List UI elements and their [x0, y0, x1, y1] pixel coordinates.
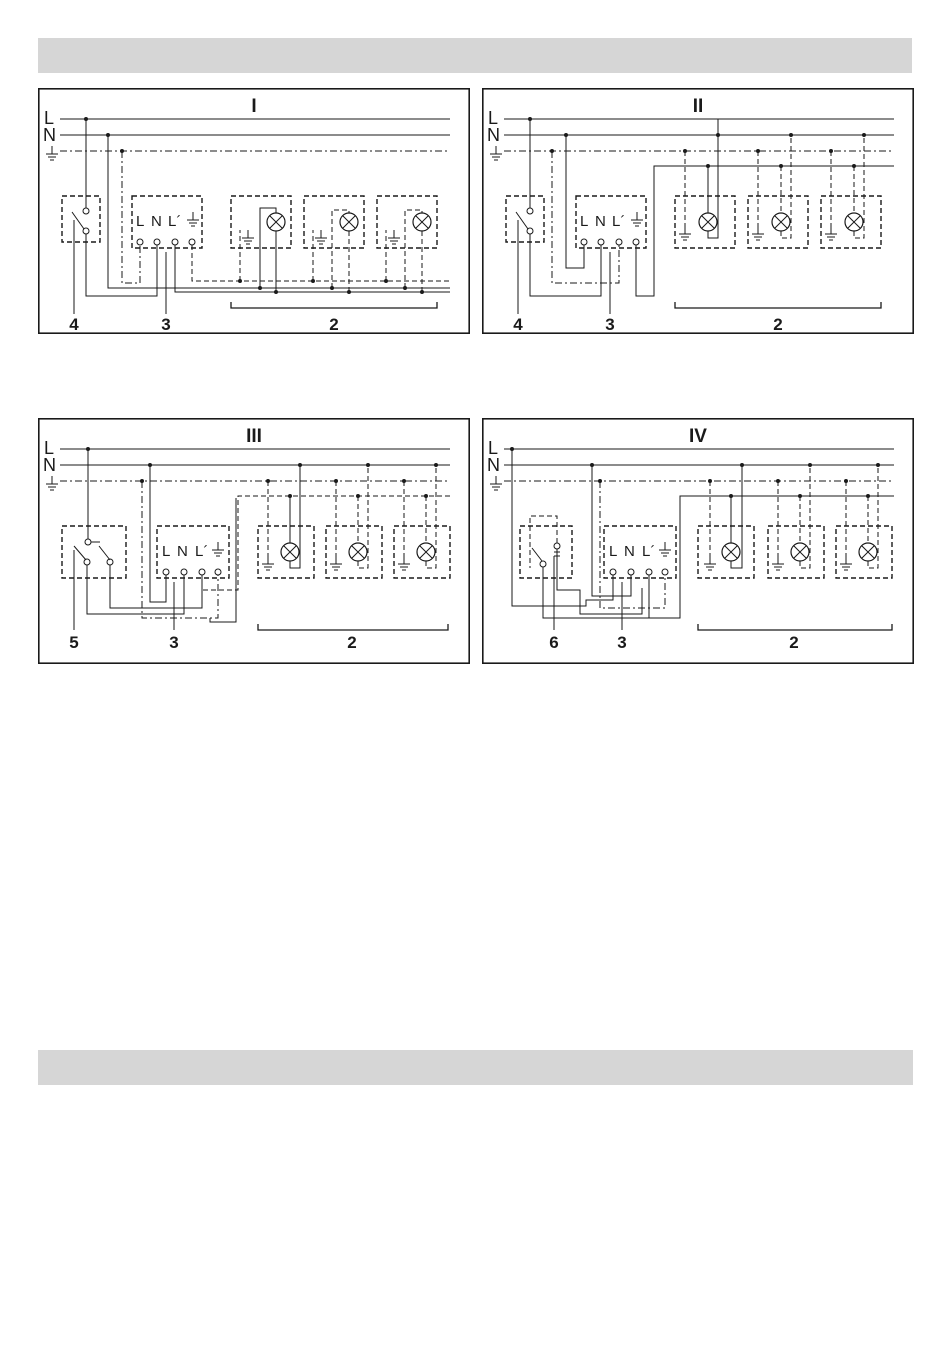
single-switch: [62, 196, 100, 242]
lamp-earth-icon: [840, 556, 852, 570]
lamp-icon: [859, 543, 877, 561]
earth-rail-icon: [490, 476, 502, 490]
callout-switch: 4: [513, 315, 523, 334]
lamp-group-bracket: [231, 302, 437, 308]
double-switch: [62, 526, 126, 578]
lamp-icon: [340, 213, 358, 231]
terminal-label-n: N: [624, 543, 635, 560]
lamp-group-bracket: [258, 624, 448, 630]
lamp-icon: [281, 543, 299, 561]
header-bar: [38, 38, 912, 73]
lamp-icon: [772, 213, 790, 231]
terminal-earth-icon: [187, 212, 199, 226]
socket-block: L N L´: [604, 526, 676, 578]
lamp-earth-icon: [388, 230, 400, 244]
lamp-earth-icon: [398, 556, 410, 570]
terminal-label-l: L: [162, 543, 170, 560]
terminal-earth-icon: [659, 542, 671, 556]
socket-block: L N L´: [132, 196, 202, 248]
lamp-icon: [845, 213, 863, 231]
panel-frame: [39, 419, 469, 663]
lamp-group: [258, 526, 450, 578]
terminal-earth-icon: [631, 212, 643, 226]
earth-rail-icon: [46, 476, 58, 490]
single-switch: [506, 196, 544, 242]
terminal-earth-icon: [212, 542, 224, 556]
panel-title: II: [693, 96, 704, 117]
lamp-icon: [413, 213, 431, 231]
lamp-earth-icon: [825, 226, 837, 240]
lamp-earth-icon: [752, 226, 764, 240]
panel-title: IV: [689, 426, 707, 447]
panel-title: III: [246, 426, 262, 447]
lamp-earth-icon: [679, 226, 691, 240]
earth-rail-icon: [490, 146, 502, 160]
neutral-rail-label: N: [43, 125, 56, 145]
wiring: [84, 117, 450, 296]
callout-lamps: 2: [347, 633, 356, 652]
wiring-diagram-ii: II L N L N L´: [482, 88, 914, 334]
panel-title: I: [251, 96, 256, 117]
wiring: [528, 117, 894, 296]
footer-bar: [38, 1050, 913, 1085]
terminal-label-n: N: [177, 543, 188, 560]
wiring-diagram-iv: IV L N L N L´: [482, 418, 914, 664]
lamp-earth-icon: [242, 230, 254, 244]
lamp-icon: [417, 543, 435, 561]
socket-block: L N L´: [157, 526, 229, 578]
terminal-label-l: L: [609, 543, 617, 560]
socket-block: L N L´: [576, 196, 646, 248]
earth-rail-icon: [46, 146, 58, 160]
wiring-diagram-i: I L N L N L´: [38, 88, 470, 334]
terminal-label-lprime: L´: [642, 543, 655, 560]
lamp-earth-icon: [704, 556, 716, 570]
lamp-icon: [349, 543, 367, 561]
callout-lamps: 2: [773, 315, 782, 334]
neutral-rail-label: N: [487, 455, 500, 475]
callout-socket: 3: [605, 315, 614, 334]
lamp-icon: [791, 543, 809, 561]
callout-switch: 5: [69, 633, 78, 652]
lamp-icon: [722, 543, 740, 561]
lamp-earth-icon: [330, 556, 342, 570]
callout-lamps: 2: [789, 633, 798, 652]
callout-socket: 3: [169, 633, 178, 652]
wiring-diagram-iii: III L N L N L´: [38, 418, 470, 664]
callout-socket: 3: [617, 633, 626, 652]
lamp-group-bracket: [698, 624, 892, 630]
callout-lamps: 2: [329, 315, 338, 334]
terminal-label-lprime: L´: [168, 213, 181, 230]
terminal-label-n: N: [151, 213, 162, 230]
terminal-label-lprime: L´: [612, 213, 625, 230]
lamp-earth-icon: [262, 556, 274, 570]
callout-socket: 3: [161, 315, 170, 334]
two-way-switch: [520, 526, 572, 578]
lamp-icon: [267, 213, 285, 231]
terminal-label-n: N: [595, 213, 606, 230]
lamp-group: [675, 196, 881, 248]
lamp-group: [698, 526, 892, 578]
lamp-group-bracket: [675, 302, 881, 308]
terminal-label-l: L: [580, 213, 588, 230]
lamp-earth-icon: [772, 556, 784, 570]
terminal-label-l: L: [136, 213, 144, 230]
neutral-rail-label: N: [487, 125, 500, 145]
terminal-label-lprime: L´: [195, 543, 208, 560]
lamp-earth-icon: [315, 230, 327, 244]
lamp-group: [231, 196, 437, 248]
lamp-icon: [699, 213, 717, 231]
panel-frame: [483, 89, 913, 333]
callout-switch: 6: [549, 633, 558, 652]
neutral-rail-label: N: [43, 455, 56, 475]
callout-switch: 4: [69, 315, 79, 334]
wiring: [86, 447, 450, 622]
